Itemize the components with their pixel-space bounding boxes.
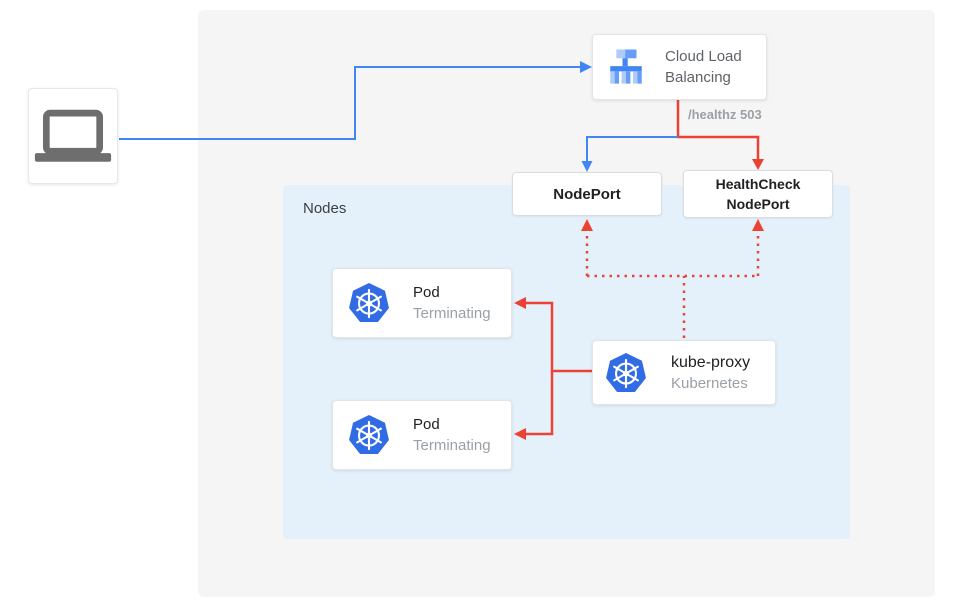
nodeport-node: NodePort <box>512 172 662 216</box>
healthcheck-nodeport-label: HealthCheck NodePort <box>715 176 801 212</box>
nodeport-label: NodePort <box>553 185 621 203</box>
kubernetes-icon <box>349 283 389 323</box>
pod-title: Pod <box>413 416 440 433</box>
laptop-icon <box>34 109 112 162</box>
kubernetes-icon <box>606 352 646 392</box>
cloud-load-balancing-label: Cloud Load Balancing <box>665 48 742 86</box>
pod-status: Terminating <box>413 305 491 322</box>
nodes-panel-label: Nodes <box>303 200 347 217</box>
healthcheck-nodeport-node: HealthCheck NodePort <box>683 170 833 218</box>
kube-proxy-node: kube-proxy Kubernetes <box>592 340 776 405</box>
kube-proxy-title: kube-proxy <box>671 353 751 371</box>
pod-node-2: Pod Terminating <box>332 400 512 470</box>
kube-proxy-text: kube-proxy Kubernetes <box>671 352 750 394</box>
pod-status: Terminating <box>413 437 491 454</box>
cloud-load-balancing-node: Cloud Load Balancing <box>592 34 767 100</box>
pod-text: Pod Terminating <box>413 282 491 324</box>
pod-node-1: Pod Terminating <box>332 268 512 338</box>
pod-title: Pod <box>413 284 440 301</box>
kube-proxy-subtitle: Kubernetes <box>671 374 748 392</box>
healthz-status-label: /healthz 503 <box>688 107 762 122</box>
kubernetes-icon <box>349 415 389 455</box>
client-laptop-node <box>28 88 118 184</box>
pod-text: Pod Terminating <box>413 414 491 456</box>
cloud-load-balancing-icon <box>610 49 642 84</box>
